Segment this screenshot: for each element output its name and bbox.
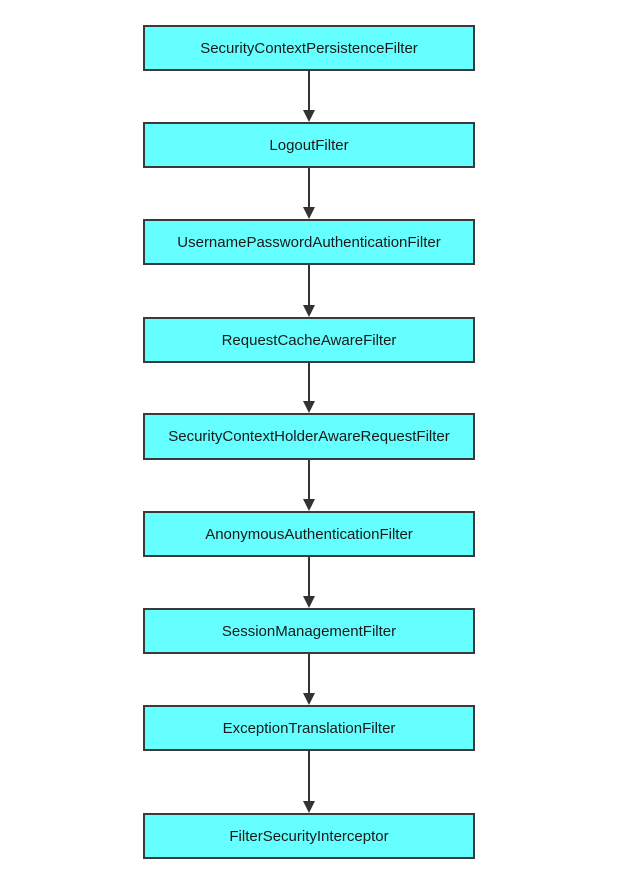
node-label: LogoutFilter [269,136,349,154]
node-session-management-filter: SessionManagementFilter [143,608,475,654]
edge-arrow-1 [303,71,315,122]
arrowhead [303,207,315,219]
edge-arrow-7 [303,654,315,705]
edge-arrow-8 [303,751,315,813]
node-label: SessionManagementFilter [221,622,397,640]
arrowhead [303,110,315,122]
node-anonymous-authentication-filter: AnonymousAuthenticationFilter [143,511,475,557]
node-label: AnonymousAuthenticationFilter [205,525,413,543]
edge-arrow-3 [303,265,315,317]
node-exception-translation-filter: ExceptionTranslationFilter [143,705,475,751]
node-filter-security-interceptor: FilterSecurityInterceptor [143,813,475,859]
arrowhead [303,596,315,608]
node-label: UsernamePasswordAuthenticationFilter [177,233,441,251]
node-request-cache-aware-filter: RequestCacheAwareFilter [143,317,475,363]
arrowhead [303,401,315,413]
edge-arrow-2 [303,168,315,219]
edge-arrow-5 [303,460,315,511]
arrowhead [303,305,315,317]
arrowhead [303,693,315,705]
node-security-context-persistence-filter: SecurityContextPersistenceFilter [143,25,475,71]
arrowhead [303,801,315,813]
node-username-password-authentication-filter: UsernamePasswordAuthenticationFilter [143,219,475,265]
arrowhead [303,499,315,511]
node-label: ExceptionTranslationFilter [222,719,396,737]
node-label: FilterSecurityInterceptor [229,827,389,845]
edge-arrow-4 [303,363,315,413]
node-label: SecurityContextPersistenceFilter [200,39,418,57]
node-logout-filter: LogoutFilter [143,122,475,168]
node-label: SecurityContextHolderAwareRequestFilter [168,428,450,445]
edge-arrow-6 [303,557,315,608]
node-label: RequestCacheAwareFilter [221,331,397,349]
node-security-context-holder-aware-request-filter: SecurityContextHolderAwareRequestFilter [143,413,475,460]
